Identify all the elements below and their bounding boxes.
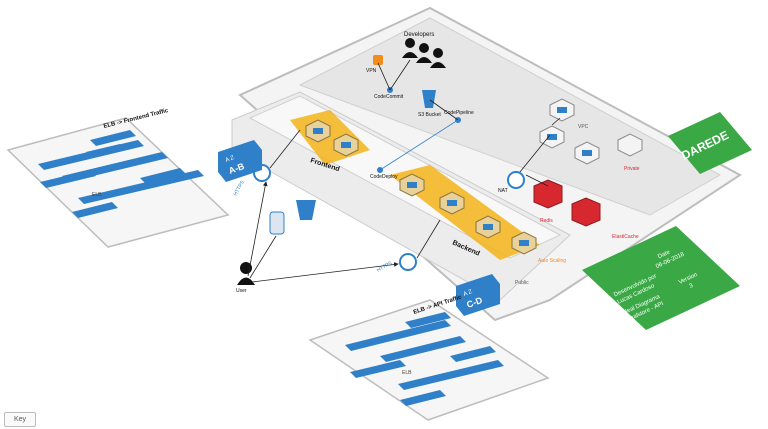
private-instance-3[interactable] — [574, 141, 600, 165]
codecommit-label: CodeCommit — [374, 94, 404, 100]
private-label: Private — [624, 166, 640, 172]
private-instance-2[interactable] — [539, 125, 565, 149]
api-panel-title: ELB -> API Traffic — [413, 294, 463, 315]
az-ab-badge — [218, 140, 262, 182]
s3-icon[interactable] — [296, 200, 316, 220]
vpn-icon — [373, 55, 383, 65]
nat-label: NAT — [498, 188, 508, 194]
brand-banner — [668, 112, 752, 174]
https-front-label: HTTPS — [233, 179, 247, 197]
backend-autoscaling-arrow — [390, 165, 540, 260]
az-cd-label: C-D — [465, 295, 484, 310]
frontend-label: Frontend — [309, 157, 340, 173]
az-cd-badge — [456, 274, 500, 316]
frontend-traffic-panel — [6, 117, 230, 248]
info-card-text: Date 06-06-2018 Desenvolvido por Lucas C… — [613, 249, 698, 324]
elb-frontend-label: ELB — [92, 192, 102, 198]
nat-icon[interactable] — [507, 171, 525, 189]
backend-instance-4[interactable] — [511, 231, 537, 255]
connections — [247, 59, 561, 283]
frontend-instance-2[interactable] — [333, 133, 359, 157]
key-button[interactable]: Key — [4, 412, 36, 427]
backend-instance-1[interactable] — [399, 173, 425, 197]
vpc-label: VPC — [578, 124, 589, 130]
codepipeline-label: CodePipeline — [444, 110, 474, 116]
backend-instance-3[interactable] — [475, 215, 501, 239]
private-instance-4[interactable] — [617, 133, 643, 157]
info-card — [582, 226, 740, 330]
s3-bucket-icon[interactable] — [422, 90, 436, 108]
vpn-label: VPN — [366, 68, 377, 74]
private-instance-1[interactable] — [549, 98, 575, 122]
version-value: 3 — [689, 283, 695, 290]
https-api-label: HTTPS — [376, 260, 394, 274]
developers-icon — [402, 38, 446, 68]
public-label: Public — [515, 280, 529, 286]
az-cd-prefix: A Z — [463, 289, 474, 298]
date-label: Date — [657, 249, 672, 260]
az-ab-label: A-B — [227, 161, 246, 176]
developers-label: Developers — [404, 32, 434, 38]
elasticache-label: ElastiCache — [612, 234, 639, 240]
redis-label: Redis — [540, 218, 553, 224]
redis-node-1[interactable] — [533, 179, 563, 209]
brand-name: DAREDE — [679, 128, 731, 163]
auto-scaling-label: Auto Scaling — [538, 258, 566, 264]
s3-bucket-label: S3 Bucket — [418, 112, 441, 118]
az-ab-prefix: A Z — [225, 155, 236, 164]
elb-api-label: ELB — [402, 370, 412, 376]
user-label: User — [236, 288, 247, 294]
codedeploy-label: CodeDeploy — [370, 174, 398, 180]
frontend-panel-title: ELB -> Frontend Traffic — [103, 108, 170, 130]
backend-label: Backend — [451, 239, 481, 257]
frontend-instance-1[interactable] — [305, 119, 331, 143]
elb-api-icon[interactable] — [399, 253, 417, 271]
waf-icon[interactable] — [269, 211, 285, 235]
redis-node-2[interactable] — [571, 197, 601, 227]
api-traffic-panel — [308, 299, 550, 421]
backend-instance-2[interactable] — [439, 191, 465, 215]
